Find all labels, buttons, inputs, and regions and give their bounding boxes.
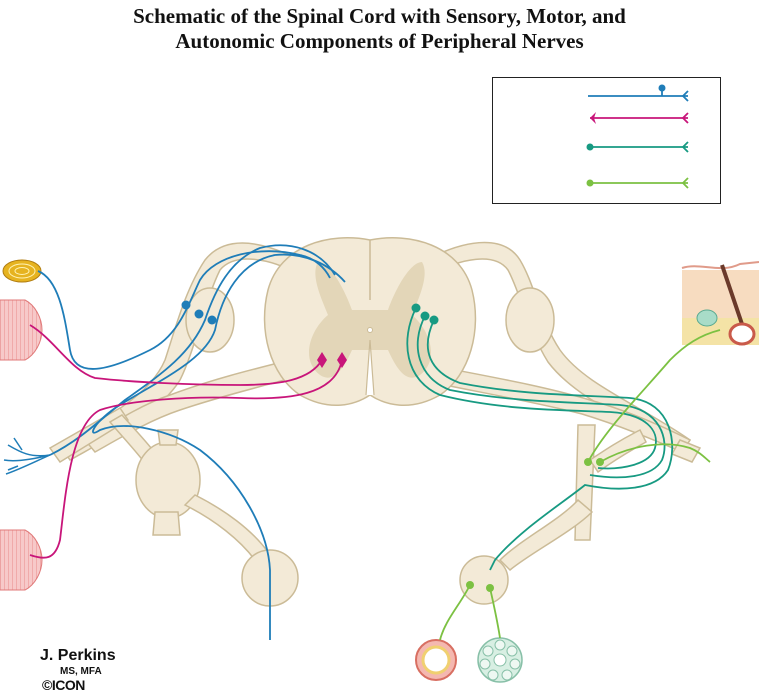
left-end-organs <box>0 259 51 591</box>
postganglionic-cell-bodies <box>466 458 604 592</box>
left-dorsal-root <box>58 242 301 461</box>
motor-pathways <box>29 324 347 559</box>
author-name: J. Perkins <box>40 647 116 664</box>
copyright-symbol: © <box>42 677 52 693</box>
right-prevertebral-ganglion <box>459 555 509 605</box>
left-dorsal-root-ganglion <box>185 287 235 353</box>
left-ventral-root <box>83 359 293 453</box>
right-dorsal-root-ganglion <box>505 287 555 353</box>
spinal-cord-section <box>263 237 477 407</box>
preganglionic-neuron-2 <box>416 315 666 479</box>
preganglionic-cell-bodies <box>411 303 439 325</box>
postganglionic-pathways <box>439 329 721 641</box>
icon-logo-text: ICON <box>51 677 86 693</box>
blood-vessel-icon <box>415 639 457 681</box>
publisher-logo: ©ICON <box>42 678 116 693</box>
left-spinal-nerve <box>48 407 130 464</box>
motor-cell-bodies <box>317 352 347 368</box>
skin-icon <box>681 261 759 346</box>
legend-box <box>492 77 721 204</box>
right-ventral-root <box>429 364 692 453</box>
sensory-cell-bodies <box>181 300 217 325</box>
white-matter <box>263 237 477 407</box>
title-line-1: Schematic of the Spinal Cord with Sensor… <box>133 4 626 28</box>
right-chain <box>574 424 596 541</box>
free-nerve-endings-icon <box>3 437 51 475</box>
nerve-tissue <box>48 241 702 607</box>
left-chain-up <box>157 429 179 446</box>
sensory-neuron-1 <box>37 250 331 370</box>
left-splanchnic <box>183 494 270 561</box>
right-ramus <box>588 428 647 474</box>
postganglionic-neuron-3 <box>439 584 471 641</box>
right-dorsal-root <box>429 241 692 454</box>
right-splanchnic <box>498 498 594 572</box>
gray-matter <box>308 262 432 378</box>
left-prevertebral-ganglion <box>241 549 299 607</box>
motor-neuron-2 <box>29 359 343 559</box>
right-spinal-nerve <box>670 439 702 463</box>
pacinian-corpuscle-icon <box>2 259 42 283</box>
sensory-neuron-2 <box>49 244 336 456</box>
sensory-neuron-3 <box>92 253 346 640</box>
right-end-organs <box>415 261 759 683</box>
preganglionic-pathways <box>406 303 674 571</box>
sensory-pathways <box>37 244 346 640</box>
left-chain-down <box>152 511 181 536</box>
gland-icon <box>477 637 523 683</box>
title-line-2: Autonomic Components of Peripheral Nerve… <box>175 29 584 53</box>
diagram-title: Schematic of the Spinal Cord with Sensor… <box>0 4 759 54</box>
skeletal-muscle-lower-icon <box>0 529 43 591</box>
postganglionic-neuron-2 <box>599 443 711 463</box>
preganglionic-neuron-3 <box>426 319 674 571</box>
anterior-median-fissure <box>365 339 375 396</box>
central-canal <box>367 327 373 333</box>
motor-neuron-1 <box>29 324 323 386</box>
skeletal-muscle-upper-icon <box>0 299 43 361</box>
left-sympathetic-ganglion <box>135 441 201 519</box>
author-credit: J. Perkins MS, MFA ©ICON <box>40 647 116 693</box>
left-ramus <box>108 414 164 472</box>
postganglionic-neuron-4 <box>489 587 501 639</box>
author-degrees: MS, MFA <box>60 666 102 677</box>
postganglionic-neuron-1 <box>587 329 721 463</box>
preganglionic-neuron-1 <box>406 307 657 470</box>
